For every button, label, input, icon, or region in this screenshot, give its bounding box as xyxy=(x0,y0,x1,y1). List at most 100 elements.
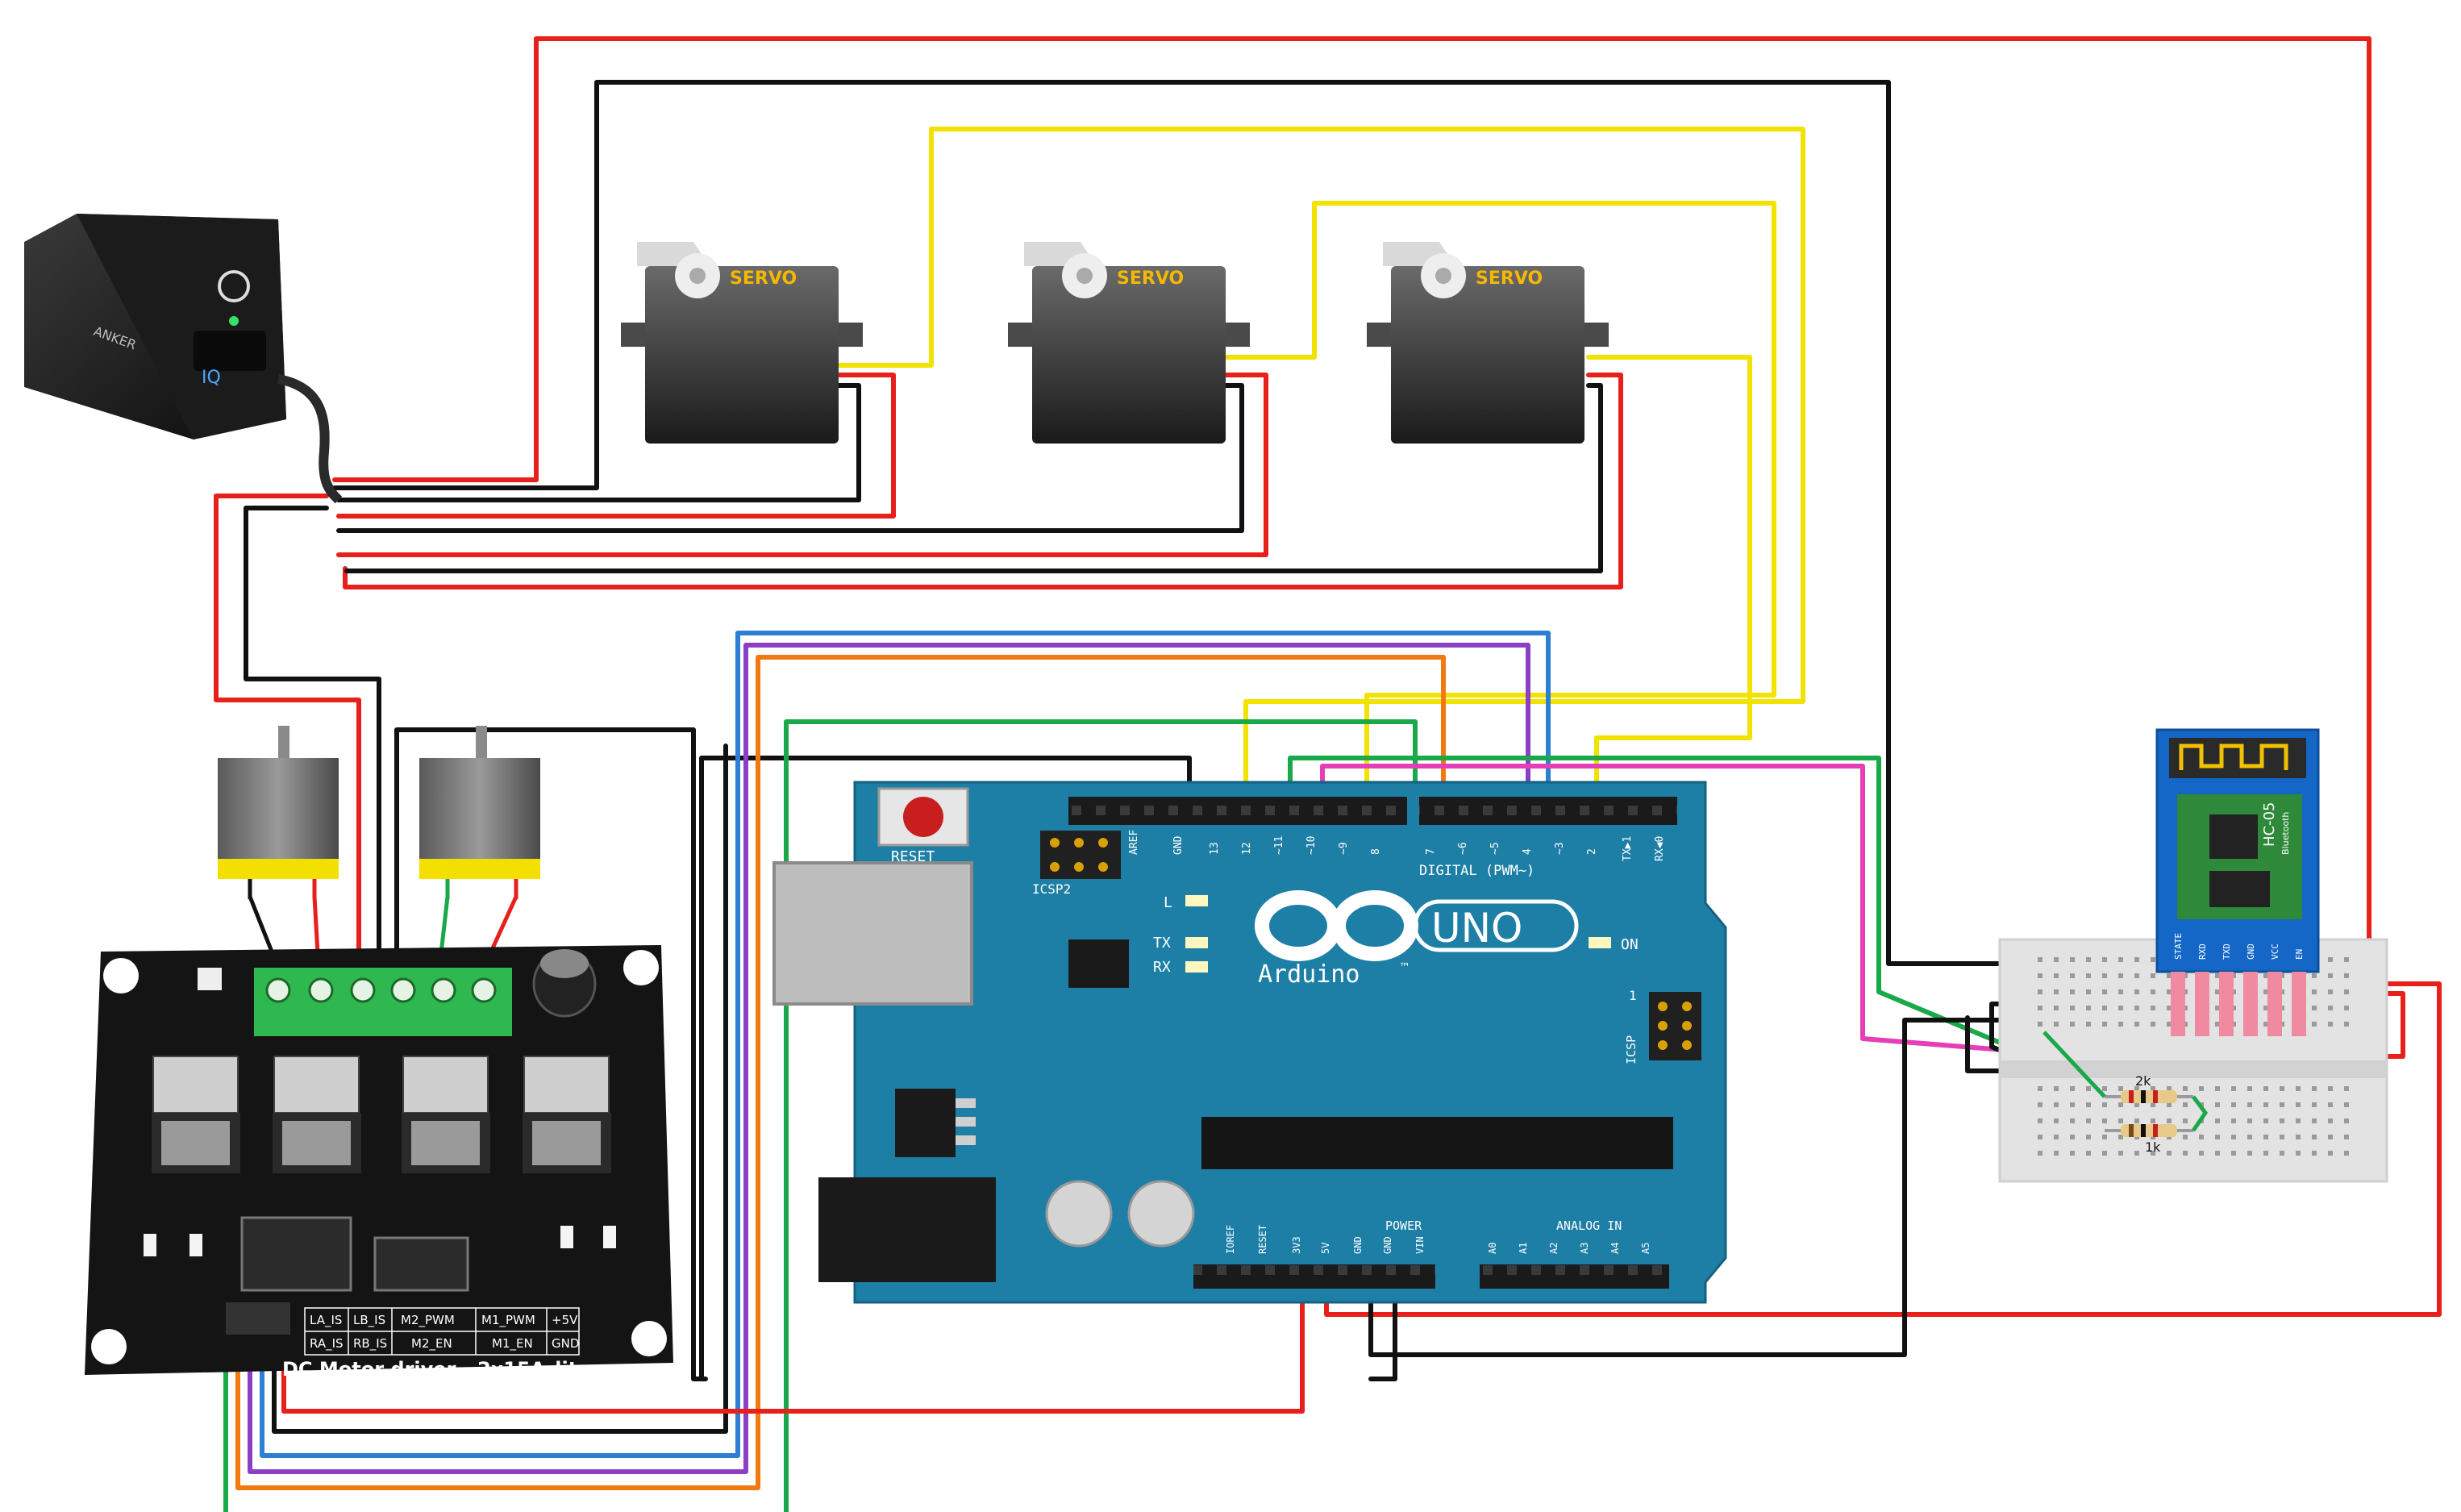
mount-hole xyxy=(91,1329,127,1364)
digital-pin-label: ~3 xyxy=(1554,842,1566,855)
wire-green-resistor-link xyxy=(2191,1095,2209,1132)
digital-pin-label: 4 xyxy=(1522,848,1534,855)
driver-ic-chip xyxy=(240,1216,352,1292)
charger-cable xyxy=(277,374,343,504)
analog-label: ANALOG IN xyxy=(1556,1218,1622,1233)
wire-black-main-ground xyxy=(332,80,2034,966)
tx-led xyxy=(1185,937,1208,948)
digital-pin-label: TX▶1 xyxy=(1622,836,1634,861)
wire-green-bt-tx xyxy=(1288,756,2180,1119)
bt-pin-label: GND xyxy=(2246,943,2256,960)
wire-charger-to-driver-power xyxy=(214,494,361,970)
dc-motor-2 xyxy=(419,726,540,899)
voltage-regulator xyxy=(895,1089,956,1157)
bt-pin-label: TXD xyxy=(2222,943,2232,960)
icsp-label: ICSP xyxy=(1624,1035,1639,1064)
arduino-logo-icon xyxy=(1255,890,1418,961)
resistor-1k-label: 1k xyxy=(2145,1139,2161,1155)
arduino-tm: ™ xyxy=(1399,961,1410,974)
wire-servo2-power xyxy=(336,373,1268,557)
tx-led-label: TX xyxy=(1153,935,1171,952)
usb-chip xyxy=(1068,939,1129,988)
digital-header-top xyxy=(1068,797,1407,825)
driver-pin-label: M2_PWM xyxy=(401,1313,455,1328)
icsp-header xyxy=(1649,992,1701,1060)
digital-pin-label: 8 xyxy=(1370,848,1382,855)
driver-pin-label: M1_PWM xyxy=(481,1313,535,1328)
driver-title: DC Motor driver - 2x15A_lite xyxy=(282,1358,590,1381)
digital-pin-label: 7 xyxy=(1425,848,1437,855)
icsp-pin1-label: 1 xyxy=(1629,988,1637,1003)
analog-pin-label: A3 xyxy=(1579,1243,1590,1254)
dc-power-jack xyxy=(818,1177,996,1282)
rx-led-label: RX xyxy=(1153,959,1171,976)
digital-pin-label: ~9 xyxy=(1338,842,1350,855)
driver-pin-label: +5V xyxy=(552,1313,578,1327)
mount-hole xyxy=(631,1321,667,1356)
analog-pin-label: A1 xyxy=(1518,1243,1529,1254)
resistor-2k-label: 2k xyxy=(2135,1073,2151,1089)
screw-terminal-block xyxy=(254,968,512,1036)
digital-pin-label: ~5 xyxy=(1489,842,1501,855)
wire-servo1-ground xyxy=(336,383,861,502)
l-led-label: L xyxy=(1164,894,1172,911)
capacitor xyxy=(1127,1180,1195,1248)
servo-3: SERVO xyxy=(1367,242,1609,444)
icsp2-header xyxy=(1040,831,1121,879)
wire-black-arduino-gnd2 xyxy=(1368,1288,1397,1381)
digital-pin-label: 13 xyxy=(1209,842,1221,855)
resistor-2k: 2k xyxy=(2105,1073,2193,1103)
wire-servo3-signal xyxy=(1586,355,1752,797)
digital-pin-label: ~6 xyxy=(1457,842,1469,855)
wire-orange-control xyxy=(235,655,1446,1490)
charger-power-icon xyxy=(218,270,250,302)
digital-header-bottom xyxy=(1419,797,1677,825)
wire-servo3-power xyxy=(343,373,1623,589)
wire-servo2-signal xyxy=(1223,201,1776,797)
wire-servo3-ground xyxy=(344,383,1603,573)
on-led-label: ON xyxy=(1621,936,1639,953)
wire-servo1-power xyxy=(336,373,896,519)
bt-pin-label: EN xyxy=(2294,949,2305,960)
digital-pin-label: ~11 xyxy=(1273,836,1285,855)
digital-pin-label: GND xyxy=(1172,835,1185,855)
bt-sub-label: Bluetooth xyxy=(2280,812,2291,855)
digital-label: DIGITAL (PWM~) xyxy=(1419,863,1534,879)
digital-pin-label: AREF xyxy=(1128,830,1140,855)
wire-black-arduino-gnd-to-bb xyxy=(1368,1018,2034,1357)
digital-pin-label: 2 xyxy=(1586,848,1598,855)
wire-green-control xyxy=(223,719,1418,1512)
bt-pin-label: STATE xyxy=(2173,933,2184,960)
driver-pin-label: M2_EN xyxy=(411,1336,452,1352)
wire-red-main-power xyxy=(332,36,2371,982)
power-pin-label: VIN xyxy=(1414,1236,1426,1254)
mount-hole xyxy=(103,958,139,993)
wire-servo1-signal xyxy=(836,127,1805,797)
on-led xyxy=(1589,937,1611,948)
servo-label: SERVO xyxy=(1476,269,1543,289)
arduino-brand: Arduino xyxy=(1258,960,1360,989)
power-pin-label: IOREF xyxy=(1225,1225,1236,1254)
analog-pin-label: A2 xyxy=(1548,1243,1559,1254)
wire-blue-control xyxy=(260,631,1551,1458)
power-pin-label: 3V3 xyxy=(1291,1236,1302,1254)
reset-label: RESET xyxy=(891,848,935,865)
servo-label: SERVO xyxy=(730,269,797,289)
atmega-chip xyxy=(1201,1117,1673,1169)
power-pin-label: GND xyxy=(1352,1236,1364,1254)
analog-pin-label: A5 xyxy=(1640,1243,1651,1254)
l-led xyxy=(1185,895,1208,906)
bt-pin-label: VCC xyxy=(2270,943,2280,960)
bt-pin-label: RXD xyxy=(2197,943,2208,960)
charger-logo: IQ xyxy=(202,368,221,388)
dc-motor-1 xyxy=(218,726,339,899)
arduino-uno-board: RESET ICSP2 AREF GND 13 12 ~11 ~10 ~9 8 … xyxy=(772,781,1727,1304)
driver-pin-label: RA_IS xyxy=(310,1336,344,1352)
bt-model-label: HC-05 xyxy=(2261,802,2278,847)
uno-label: UNO xyxy=(1431,905,1522,952)
wire-arduino-gnd-top xyxy=(699,756,1192,1381)
power-header xyxy=(1193,1264,1435,1289)
wire-servo2-ground xyxy=(336,383,1244,533)
driver-pin-label: RB_IS xyxy=(353,1336,387,1352)
